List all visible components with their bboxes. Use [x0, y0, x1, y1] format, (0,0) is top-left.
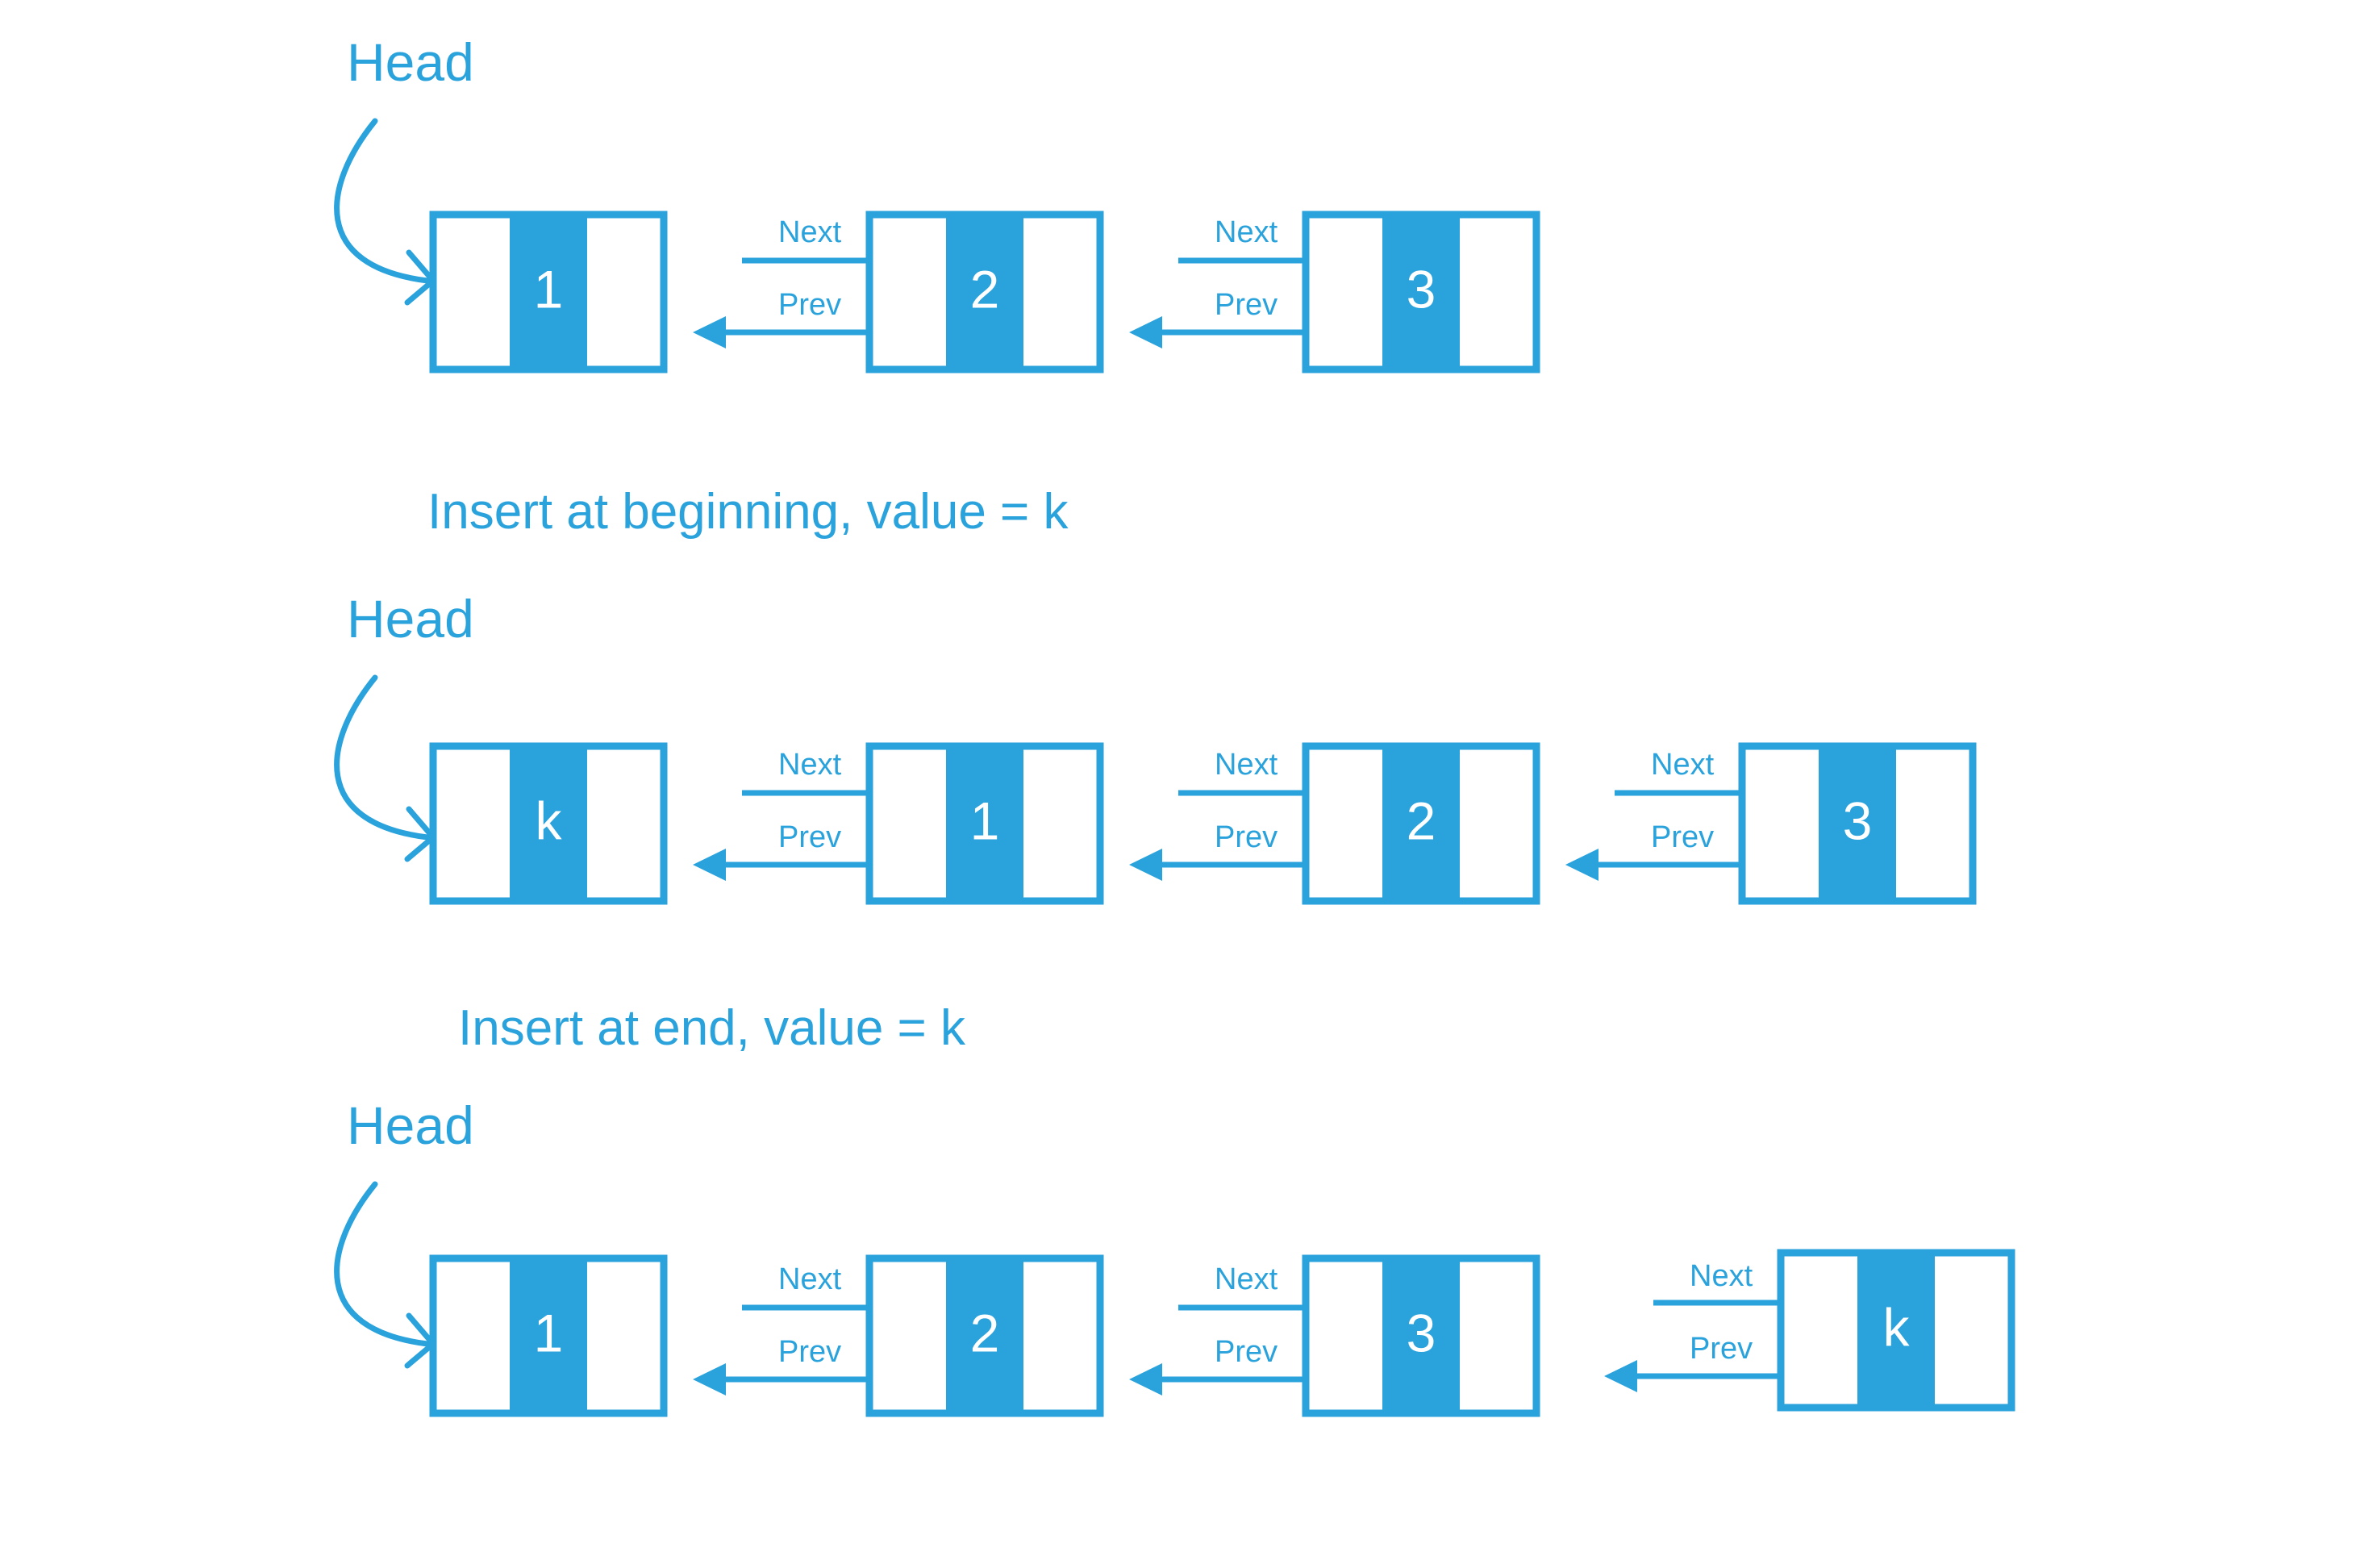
next-label: Next	[1215, 215, 1278, 249]
prev-arrow-head	[1129, 1363, 1162, 1396]
node-2-row2: 2	[1302, 742, 1540, 905]
node-value: 3	[1407, 1303, 1436, 1362]
prev-label: Prev	[1651, 820, 1714, 854]
node-1-row1: 1	[429, 211, 668, 373]
prev-arrow-head	[1604, 1360, 1637, 1392]
node-value: 1	[534, 259, 564, 319]
node-value: k	[536, 791, 563, 850]
next-label: Next	[1215, 1262, 1278, 1296]
node-value: 1	[534, 1303, 564, 1362]
prev-label: Prev	[1215, 820, 1278, 854]
next-label: Next	[778, 1262, 842, 1296]
node-value: 3	[1407, 259, 1436, 319]
head-pointer-curve-row2	[334, 674, 431, 841]
node-2-row1: 2	[865, 211, 1104, 373]
node-value: k	[1883, 1297, 1911, 1357]
row-insert-at-end-result: Head 1 Next Prev	[334, 1095, 2015, 1417]
prev-label: Prev	[1215, 1335, 1278, 1369]
caption-insert-at-end: Insert at end, value = k	[458, 1000, 966, 1056]
prev-arrow-head	[1129, 316, 1162, 348]
prev-label: Prev	[1690, 1332, 1753, 1366]
prev-arrow-head	[693, 1363, 726, 1396]
node-value: 3	[1843, 791, 1873, 850]
node-1-row3: 1	[429, 1254, 668, 1417]
prev-arrow-head	[1565, 849, 1598, 881]
node-value: 1	[970, 791, 1000, 850]
node-1-row2: 1	[865, 742, 1104, 905]
head-label-row3: Head	[347, 1095, 474, 1155]
next-label: Next	[1651, 748, 1715, 782]
node-3-row3: 3	[1302, 1254, 1540, 1417]
link-2-to-3-row1: Next Prev	[1129, 215, 1338, 348]
prev-arrow-head	[693, 316, 726, 348]
node-k-row2: k	[429, 742, 668, 905]
head-label-row1: Head	[347, 32, 474, 92]
head-label-row2: Head	[347, 589, 474, 649]
prev-label: Prev	[778, 1335, 841, 1369]
node-value: 2	[1407, 791, 1436, 850]
row-original-list: Head 1 Next Prev	[334, 32, 1540, 373]
caption-insert-at-beginning: Insert at beginning, value = k	[427, 484, 1069, 540]
node-3-row2: 3	[1738, 742, 1977, 905]
next-label: Next	[1690, 1259, 1753, 1293]
head-pointer-curve-row3	[334, 1181, 431, 1347]
node-value: 2	[970, 259, 1000, 319]
prev-label: Prev	[778, 820, 841, 854]
prev-arrow-head	[693, 849, 726, 881]
prev-label: Prev	[1215, 288, 1278, 322]
node-2-row3: 2	[865, 1254, 1104, 1417]
prev-label: Prev	[778, 288, 841, 322]
node-k-row3: k	[1777, 1249, 2015, 1412]
next-label: Next	[778, 748, 842, 782]
head-pointer-curve-row1	[334, 118, 431, 284]
node-3-row1: 3	[1302, 211, 1540, 373]
node-value: 2	[970, 1303, 1000, 1362]
next-label: Next	[778, 215, 842, 249]
row-insert-at-beginning-result: Head k Next Prev	[334, 589, 1977, 905]
next-label: Next	[1215, 748, 1278, 782]
prev-arrow-head	[1129, 849, 1162, 881]
